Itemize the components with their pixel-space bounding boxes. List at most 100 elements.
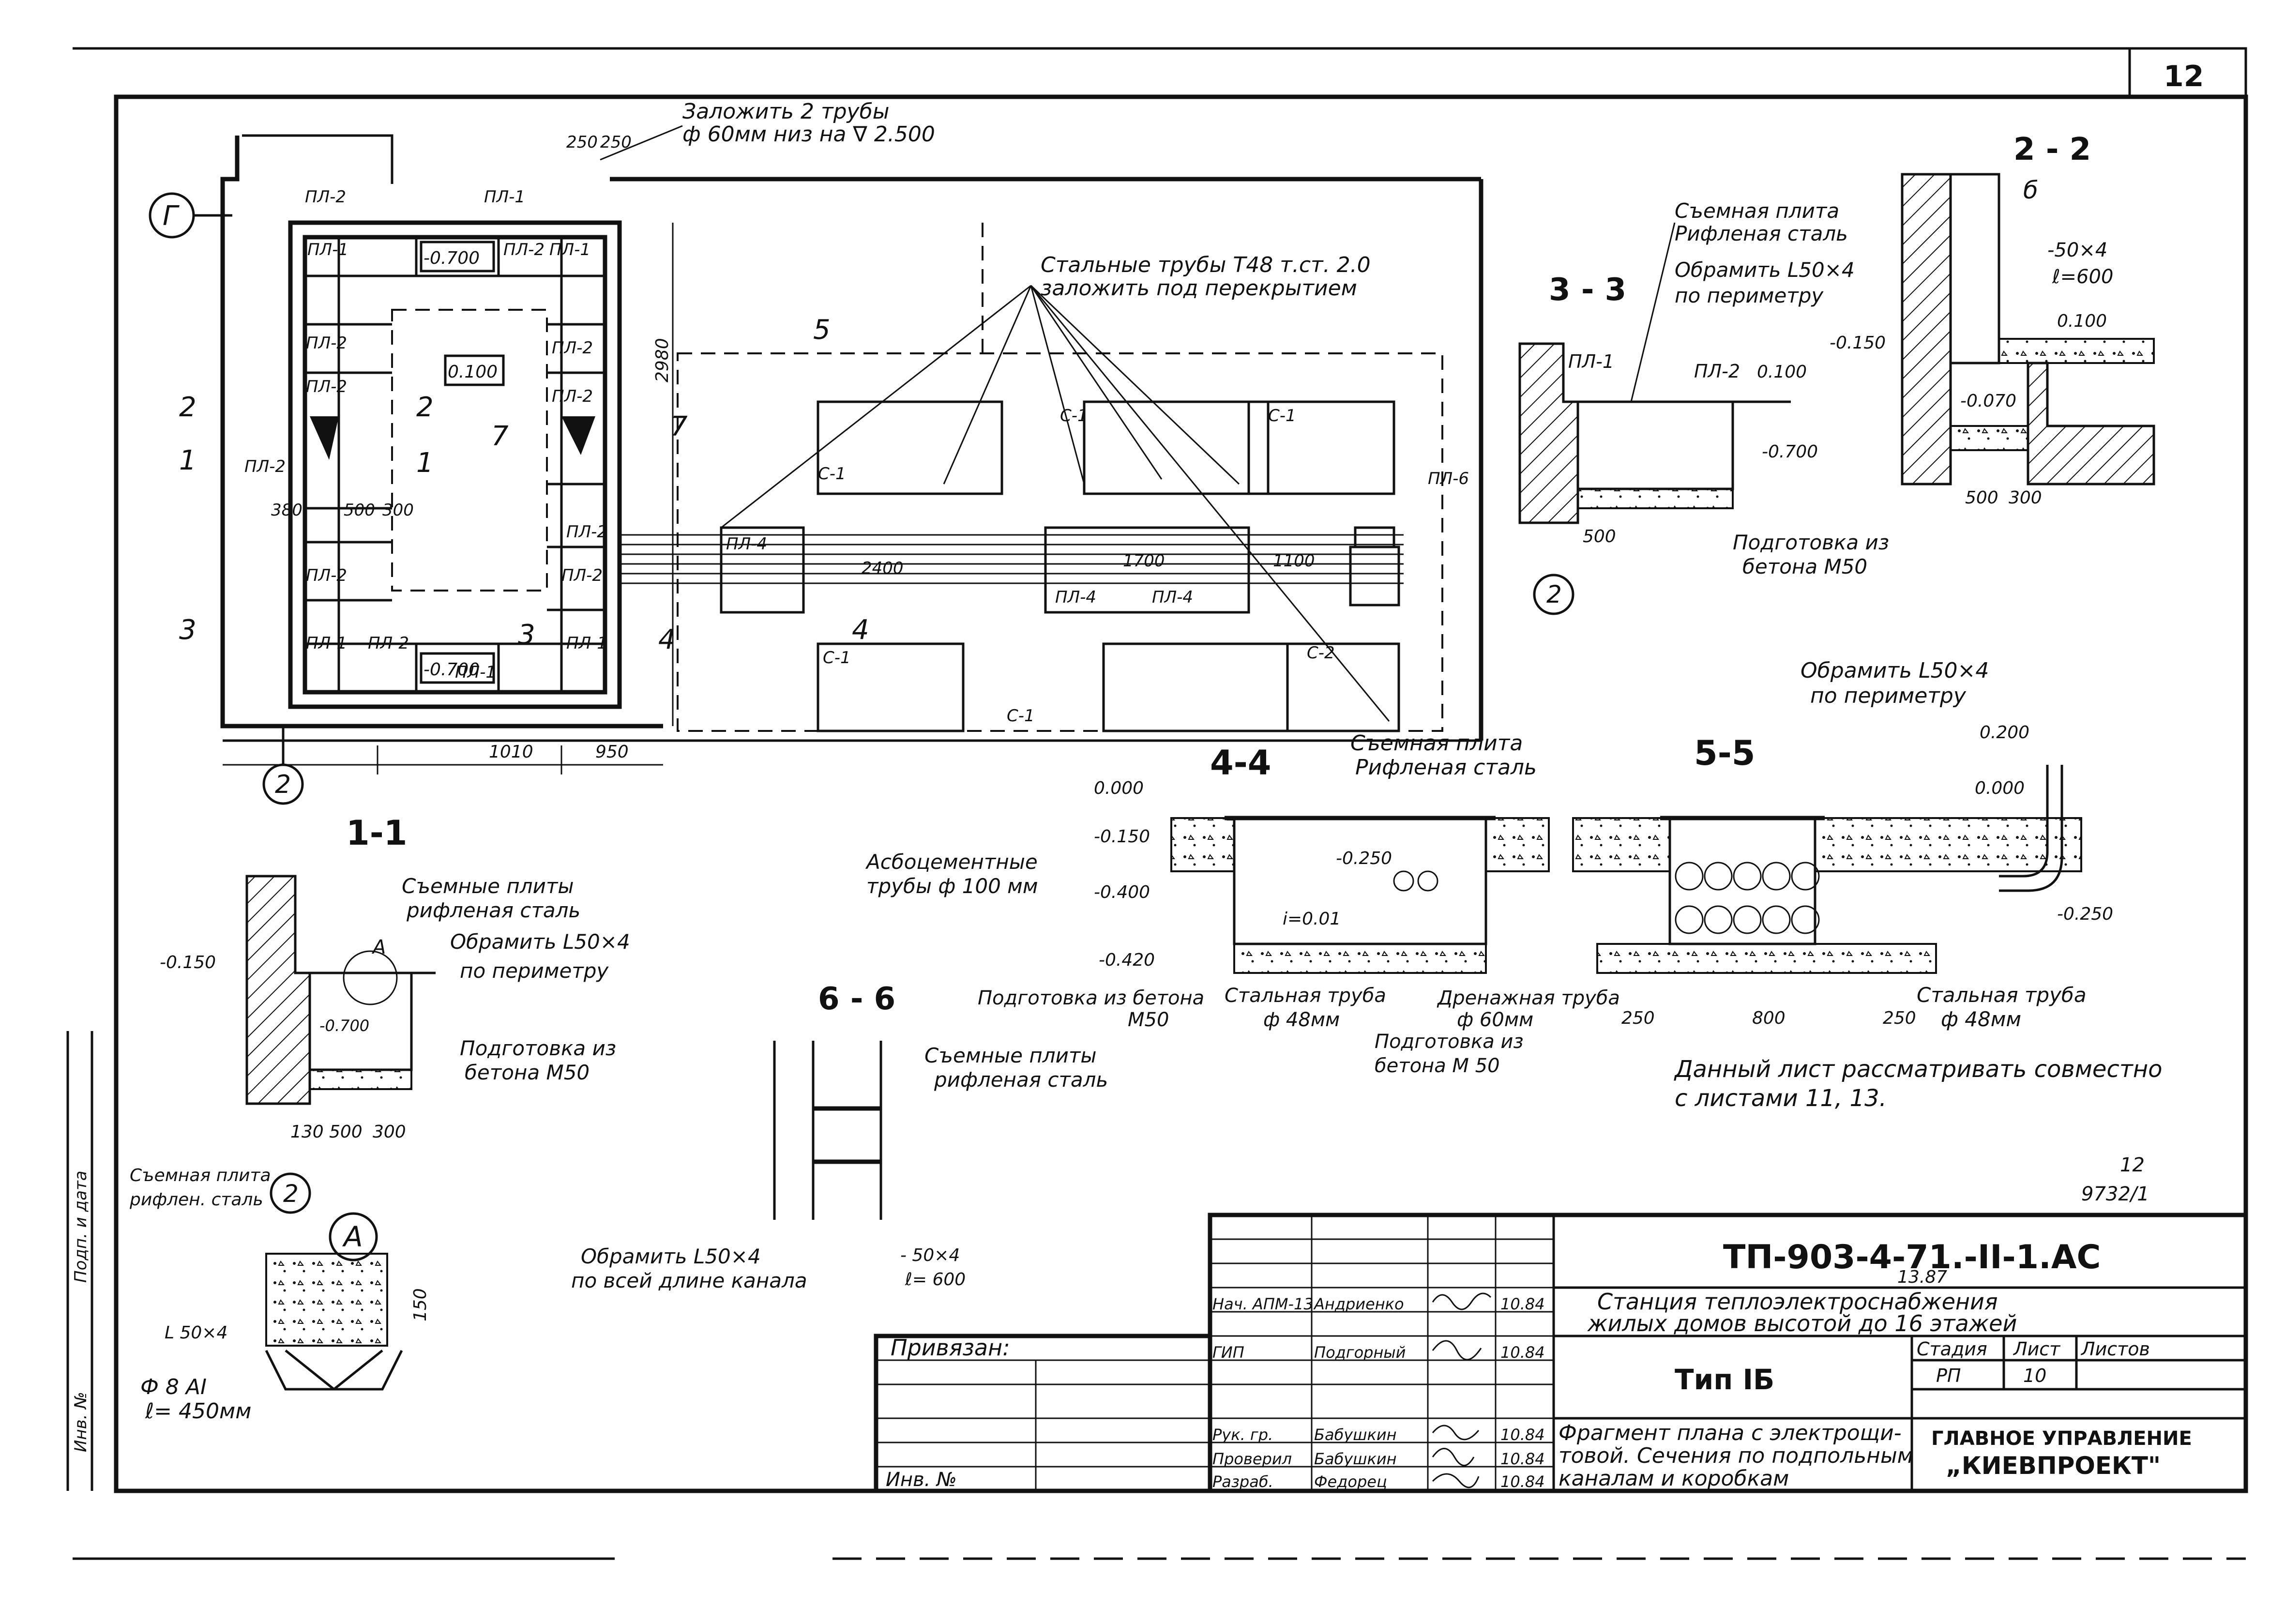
- channel-label: С-1: [1060, 406, 1088, 425]
- role-label: Нач. АПМ-13: [1212, 1295, 1314, 1313]
- level-mark: -0.700: [424, 660, 480, 680]
- callout: по периметру: [1675, 284, 1824, 307]
- section-2-2: 2 - 2 б -50×4 ℓ=600 0.100 -0.070 500 300: [1901, 132, 2155, 508]
- company-1: ГЛАВНОЕ УПРАВЛЕНИЕ: [1931, 1427, 2192, 1450]
- person-name: Андриенко: [1313, 1295, 1404, 1313]
- dimension: 500: [1965, 488, 1998, 508]
- section-1-1: 1-1 Съемные плиты рифленая сталь Обрамит…: [160, 813, 630, 1214]
- plate-label: ПЛ-2: [561, 566, 603, 585]
- plate-label: ПЛ-2: [305, 187, 346, 207]
- signatures: [1432, 1292, 1492, 1488]
- plate-label: ПЛ-2: [306, 334, 347, 353]
- stage-value: РП: [1936, 1365, 1961, 1386]
- dimension: 1010: [489, 742, 533, 762]
- section-4-4: 4-4 Съемная плита Рифленая сталь Асбоцем…: [865, 731, 1620, 1077]
- level-mark: -0.700: [424, 248, 480, 268]
- callout: Обрамить L50×4: [1675, 258, 1855, 282]
- drawing-title-3: каналам и коробкам: [1559, 1466, 1789, 1491]
- callout: Съемные плиты: [402, 874, 574, 898]
- node-title: А: [342, 1220, 363, 1253]
- section-mark: б: [2023, 176, 2038, 204]
- section-title: 2 - 2: [2013, 132, 2091, 167]
- plate-label: ПЛ-1: [484, 187, 525, 207]
- section-mark: 2: [179, 392, 197, 423]
- sign-date: 10.84: [1500, 1450, 1545, 1468]
- section-mark: 3: [518, 619, 535, 651]
- callout: рифленая сталь: [934, 1068, 1108, 1092]
- page-ref-number: 12: [2120, 1154, 2145, 1176]
- callout: Обрамить L50×4: [581, 1245, 761, 1268]
- plate-label: ПЛ-1: [1568, 351, 1614, 372]
- section-title: 3 - 3: [1549, 272, 1626, 308]
- level-mark: 0.100: [2057, 311, 2107, 331]
- section-title: 5-5: [1694, 733, 1755, 773]
- level-mark: -0.070: [1960, 391, 2016, 411]
- dimension: 250: [566, 133, 598, 152]
- callout: ℓ= 450мм: [145, 1399, 251, 1424]
- sign-date: 10.84: [1500, 1343, 1545, 1362]
- plate-label: ПЛ-2: [1694, 361, 1740, 382]
- level-mark: -0.150: [1094, 827, 1150, 847]
- section-mark: 2: [416, 392, 434, 423]
- general-note-1: Данный лист рассматривать совместно: [1674, 1056, 2163, 1083]
- callout: по периметру: [1810, 683, 1967, 708]
- plate-label: ПЛ-2: [368, 634, 409, 653]
- channel-label: С-1: [823, 648, 851, 668]
- callout: Подготовка из: [460, 1036, 616, 1060]
- dimension: 130: [290, 1122, 324, 1142]
- channel-label: С-1: [1268, 406, 1296, 425]
- callout: по периметру: [460, 959, 609, 983]
- section-title: 4-4: [1210, 743, 1271, 783]
- role-label: ГИП: [1212, 1343, 1244, 1362]
- callout: Съемная плита: [1350, 731, 1523, 756]
- dimension: 250: [1621, 1008, 1655, 1028]
- axis-marker: 2: [1546, 580, 1562, 608]
- sheet-header: Лист: [2013, 1338, 2061, 1360]
- callout: рифлен. сталь: [129, 1190, 263, 1210]
- section-6-6: 6 - 6 Съемные плиты рифленая сталь Обрам…: [571, 981, 1108, 1292]
- plate-label: ПЛ-2: [503, 240, 545, 259]
- plate-label: ПЛ-2: [552, 387, 593, 406]
- dimension: 500: [1583, 527, 1616, 546]
- level-mark: 0.100: [448, 362, 498, 382]
- sign-date: 10.84: [1500, 1472, 1545, 1491]
- dimension: 800: [1752, 1008, 1786, 1028]
- dimension: 1700: [1123, 551, 1165, 571]
- axis-marker: 2: [283, 1180, 299, 1208]
- level-mark: 0.100: [1757, 362, 1807, 382]
- plate-label: ПЛ-2: [566, 522, 607, 542]
- callout: ф 60мм: [1457, 1009, 1533, 1031]
- plate-label: ПЛ-2: [306, 377, 347, 396]
- margin-inv: Инв. №: [71, 1392, 91, 1452]
- callout: Стальная труба: [1917, 983, 2087, 1007]
- axis-marker: 2: [275, 770, 291, 799]
- callout: Стальная труба: [1225, 985, 1386, 1007]
- title-block: ТП-903-4-71.-II-1.АС 13.87 Станция тепло…: [874, 1213, 2248, 1493]
- section-title: 6 - 6: [818, 981, 895, 1017]
- plate-label: ПЛ-6: [1428, 469, 1469, 488]
- callout: рифленая сталь: [406, 898, 580, 922]
- callout: ℓ= 600: [905, 1270, 966, 1290]
- level-mark: -0.150: [160, 953, 216, 972]
- plate-label: ПЛ-4: [1152, 588, 1193, 607]
- section-mark: 1: [416, 447, 434, 479]
- callout: М50: [1128, 1009, 1169, 1031]
- plate-label: ПЛ-4: [1055, 588, 1096, 607]
- plate-label: ПЛ-2: [306, 566, 347, 585]
- level-mark: -0.250: [1336, 849, 1392, 868]
- level-mark: -0.700: [1762, 442, 1818, 462]
- axis-marker: Г: [163, 200, 180, 232]
- project-title-2: жилых домов высотой до 16 этажей: [1587, 1310, 2017, 1336]
- channel-label: С-2: [1307, 643, 1335, 663]
- person-name: Подгорный: [1314, 1343, 1406, 1362]
- dimension: 500: [329, 1122, 363, 1142]
- margin-sign: Подп. и дата: [71, 1170, 91, 1283]
- channel-label: С-1: [1007, 706, 1035, 726]
- sheet-number: 12: [2164, 60, 2204, 93]
- callout: Съемные плиты: [924, 1044, 1097, 1067]
- callout: трубы ф 100 мм: [866, 874, 1038, 898]
- building-type: Тип IБ: [1675, 1363, 1774, 1396]
- page-ref-code: 9732/1: [2081, 1183, 2149, 1205]
- callout: Рифленая сталь: [1355, 755, 1537, 780]
